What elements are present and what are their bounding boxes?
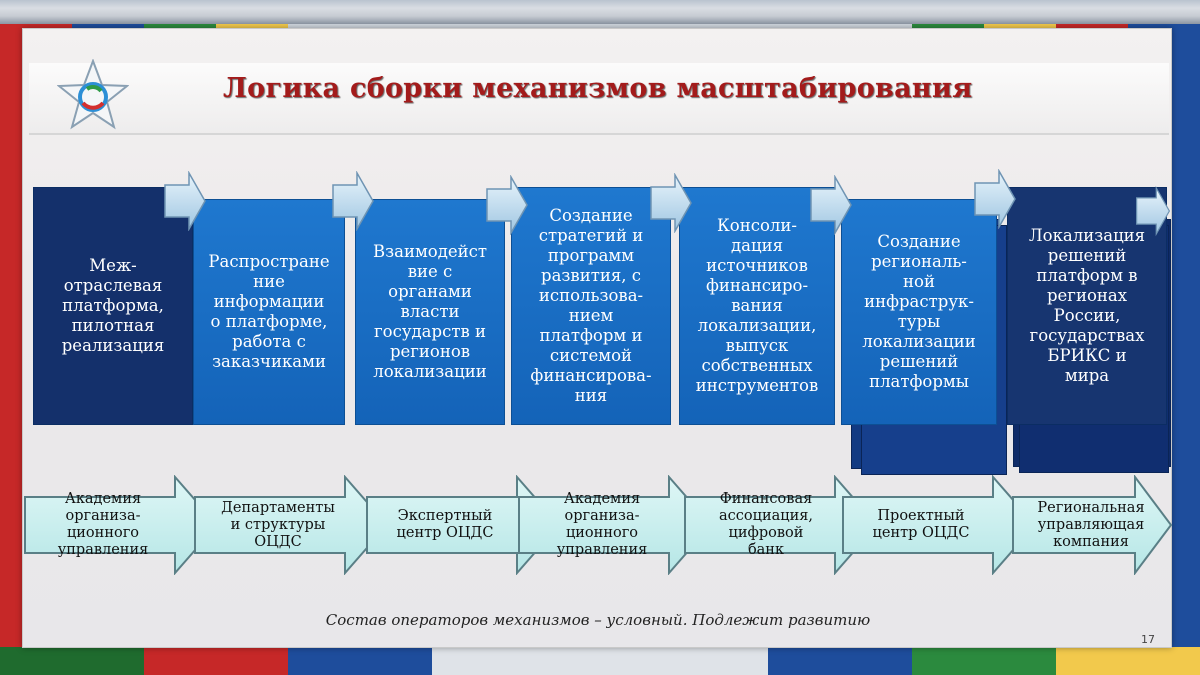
process-block-label: Взаимодейст вие с органами власти госуда… <box>372 242 488 381</box>
process-block-label: Создание региональ- ной инфраструк- туры… <box>862 232 976 391</box>
operator-label: Региональная управляющая компания <box>1037 499 1145 550</box>
slide: Логика сборки механизмов масштабирования… <box>22 28 1173 648</box>
operator-label: Финансовая ассоциация, цифровой банк <box>719 491 813 558</box>
process-block-7: Локализация решений платформ в регионах … <box>1007 187 1167 425</box>
chevron-right-icon <box>1136 185 1171 237</box>
chevron-right-icon <box>650 173 692 233</box>
operator-arrow-7: Региональная управляющая компания <box>1011 474 1173 576</box>
chevron-right-icon <box>974 169 1016 229</box>
operator-label: Экспертный центр ОЦДС <box>396 508 494 541</box>
chevron-right-icon <box>332 171 374 231</box>
process-block-3: Взаимодейст вие с органами власти госуда… <box>355 199 505 425</box>
operator-arrow-3: Экспертный центр ОЦДС <box>365 474 561 576</box>
operator-label: Академия организа- ционного управления <box>556 491 648 558</box>
flag-band-bottom <box>0 647 1200 675</box>
operator-arrow-6: Проектный центр ОЦДС <box>841 474 1037 576</box>
chevron-right-icon <box>810 175 852 235</box>
title-bar <box>29 63 1169 135</box>
arrow-shape <box>1012 474 1173 576</box>
process-block-6: Создание региональ- ной инфраструк- туры… <box>841 199 997 425</box>
operator-arrow-1: Академия организа- ционного управления <box>23 474 219 576</box>
operator-arrow-5: Финансовая ассоциация, цифровой банк <box>683 474 879 576</box>
chevron-right-icon <box>486 175 528 235</box>
process-block-1: Меж- отраслевая платформа, пилотная реал… <box>33 187 193 425</box>
process-block-label: Меж- отраслевая платформа, пилотная реал… <box>61 256 165 355</box>
process-block-5: Консоли- дация источников финансиро- ван… <box>679 187 835 425</box>
process-block-4: Создание стратегий и программ развития, … <box>511 187 671 425</box>
process-block-label: Создание стратегий и программ развития, … <box>530 206 652 405</box>
page-number: 17 <box>1141 633 1155 646</box>
process-block-2: Распростране ние информации о платформе,… <box>193 199 345 425</box>
process-block-label: Консоли- дация источников финансиро- ван… <box>695 216 819 395</box>
operator-label: Проектный центр ОЦДС <box>872 508 970 541</box>
chevron-right-icon <box>164 171 206 231</box>
operator-arrow-2: Департаменты и структуры ОЦДС <box>193 474 389 576</box>
operator-label: Академия организа- ционного управления <box>57 491 149 558</box>
slide-title: Логика сборки механизмов масштабирования <box>223 73 973 104</box>
process-block-label: Распростране ние информации о платформе,… <box>208 252 330 371</box>
footnote: Состав операторов механизмов – условный.… <box>325 611 871 629</box>
star-logo-icon <box>57 59 129 130</box>
process-block-label: Локализация решений платформ в регионах … <box>1028 226 1146 385</box>
operator-label: Департаменты и структуры ОЦДС <box>221 499 335 550</box>
